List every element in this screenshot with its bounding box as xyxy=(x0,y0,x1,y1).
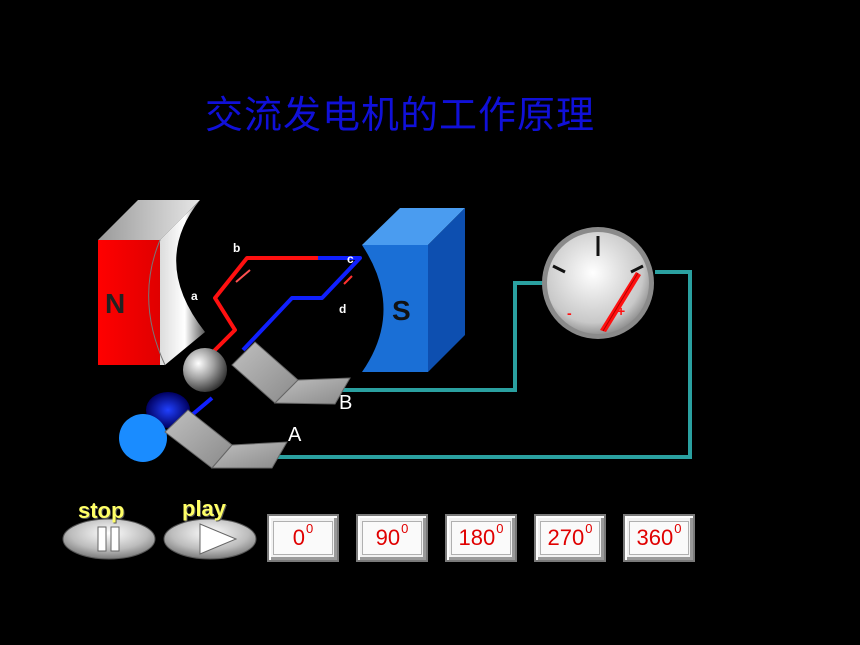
coil-label-d: d xyxy=(339,302,346,316)
external-circuit xyxy=(268,270,692,459)
coil-label-a: a xyxy=(191,289,198,303)
coil-label-c: c xyxy=(347,252,354,266)
angle-value: 180 xyxy=(458,525,496,550)
south-magnet xyxy=(362,208,465,372)
circuit-wire-A xyxy=(268,270,692,459)
stop-button[interactable] xyxy=(62,518,156,560)
play-label: play xyxy=(182,496,227,521)
brush-A xyxy=(164,409,288,469)
north-label: N xyxy=(105,288,125,319)
circuit-wire-B xyxy=(340,281,548,392)
pause-icon xyxy=(97,526,107,552)
play-button[interactable] xyxy=(163,518,257,560)
degree-mark: 0 xyxy=(674,520,682,536)
coil-label-b: b xyxy=(233,241,240,255)
south-label: S xyxy=(392,295,411,326)
brush-label-B: B xyxy=(339,392,352,414)
angle-value: 270 xyxy=(547,525,585,550)
page-title: 交流发电机的工作原理 xyxy=(204,93,595,137)
degree-mark: 0 xyxy=(496,520,504,536)
angle-value: 360 xyxy=(636,525,674,550)
play-icon xyxy=(199,523,238,555)
coil-red-wire xyxy=(203,256,318,362)
stop-label: stop xyxy=(78,498,125,523)
north-magnet xyxy=(98,200,205,366)
meter-plus-label: + xyxy=(617,303,625,319)
meter-minus-label: - xyxy=(567,305,572,321)
degree-mark: 0 xyxy=(401,520,409,536)
degree-mark: 0 xyxy=(306,520,314,536)
brush-label-A: A xyxy=(288,424,302,446)
slip-ring-B xyxy=(183,348,227,392)
galvanometer: - + xyxy=(542,227,654,339)
slip-ring-A xyxy=(119,414,167,462)
angle-value: 90 xyxy=(375,525,401,550)
brush-B xyxy=(231,341,351,405)
degree-mark: 0 xyxy=(585,520,593,536)
angle-value: 0 xyxy=(292,525,305,550)
